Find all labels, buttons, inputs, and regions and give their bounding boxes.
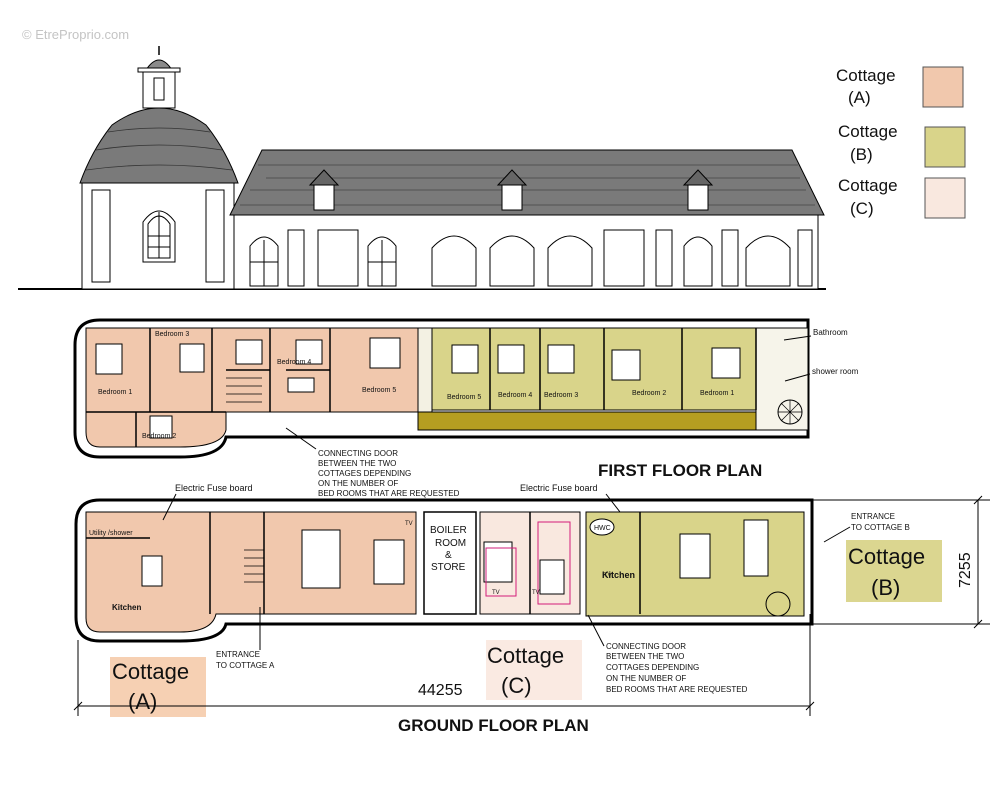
cottage-a-tag-line2: (A)	[128, 689, 157, 714]
svg-text:CONNECTING DOOR: CONNECTING DOOR	[318, 449, 398, 458]
tv-c2: TV	[532, 590, 540, 596]
svg-text:TO COTTAGE A: TO COTTAGE A	[216, 661, 275, 670]
ff-b-bedroom-1: Bedroom 1	[700, 390, 734, 397]
dimension-width	[812, 495, 990, 629]
svg-text:BETWEEN THE TWO: BETWEEN THE TWO	[606, 652, 684, 661]
watermark-text: © EtreProprio.com	[22, 27, 129, 42]
ff-shower-label: shower room	[812, 367, 859, 376]
cottage-a-tag-bg	[110, 657, 206, 717]
svg-text:TO COTTAGE B: TO COTTAGE B	[851, 523, 910, 532]
hwc-label: HWC	[594, 525, 611, 532]
tv-b: TV	[604, 573, 612, 579]
arrow-fuse-b	[605, 493, 621, 513]
ff-a-bedroom-5: Bedroom 5	[362, 387, 396, 394]
ff-a-bedroom-2: Bedroom 2	[142, 433, 176, 440]
dimension-length	[73, 614, 815, 716]
boiler-room-label: BOILER ROOM & STORE	[430, 525, 467, 573]
bed-outline-c2	[537, 521, 571, 605]
svg-text:ENTRANCE: ENTRANCE	[851, 512, 895, 521]
svg-text:ON THE NUMBER OF: ON THE NUMBER OF	[318, 479, 398, 488]
bed-outline-c1	[485, 547, 517, 597]
svg-text:&: &	[445, 550, 452, 561]
legend-swatch-a	[922, 66, 964, 108]
dim-length-label: 44255	[418, 682, 463, 699]
legend-swatch-b	[924, 126, 966, 168]
arrow-shower	[784, 373, 811, 382]
tv-a: TV	[405, 521, 413, 527]
legend-b-line2: (B)	[850, 145, 873, 164]
hwc-tank	[589, 518, 615, 536]
svg-text:STORE: STORE	[431, 562, 466, 573]
dormers	[308, 169, 714, 211]
kitchen-a-label: Kitchen	[112, 603, 141, 612]
fuse-board-b-label: Electric Fuse board	[520, 483, 598, 493]
ff-a-bedroom-3: Bedroom 3	[155, 331, 189, 338]
svg-text:ENTRANCE: ENTRANCE	[216, 650, 260, 659]
cottage-c-tag-line2: (C)	[501, 673, 532, 698]
legend: Cottage (A) Cottage (B) Cottage (C)	[836, 66, 966, 219]
ff-b-bedroom-3: Bedroom 3	[544, 392, 578, 399]
cupola	[137, 46, 181, 109]
arrow-fuse-a	[162, 493, 177, 521]
cottage-c-tag-line1: Cottage	[487, 643, 564, 668]
svg-text:BETWEEN THE TWO: BETWEEN THE TWO	[318, 459, 396, 468]
building-elevation	[18, 46, 826, 290]
ff-b-bedroom-4: Bedroom 4	[498, 392, 532, 399]
svg-text:BOILER: BOILER	[430, 525, 467, 536]
legend-c-line1: Cottage	[838, 176, 898, 195]
legend-a-line2: (A)	[848, 88, 871, 107]
kitchen-b-label: Kitchen	[602, 570, 635, 580]
svg-text:ON THE NUMBER OF: ON THE NUMBER OF	[606, 674, 686, 683]
cottage-b-tag-line1: Cottage	[848, 544, 925, 569]
arrow-bathroom	[783, 335, 812, 341]
dim-width-label: 7255	[957, 552, 974, 588]
arched-openings	[249, 229, 813, 287]
first-floor-title: FIRST FLOOR PLAN	[598, 461, 762, 480]
entrance-a-note: ENTRANCE TO COTTAGE A	[216, 607, 275, 670]
ff-b-bedroom-5: Bedroom 5	[447, 394, 481, 401]
cottage-c-tag-bg	[486, 640, 582, 700]
legend-swatch-c	[924, 177, 966, 219]
entrance-b-note: ENTRANCE TO COTTAGE B	[823, 512, 910, 543]
legend-c-line2: (C)	[850, 199, 874, 218]
tv-c1: TV	[492, 590, 500, 596]
svg-text:CONNECTING DOOR: CONNECTING DOOR	[606, 642, 686, 651]
svg-text:COTTAGES DEPENDING: COTTAGES DEPENDING	[606, 663, 699, 672]
gf-connecting-note: CONNECTING DOOR BETWEEN THE TWO COTTAGES…	[587, 614, 748, 694]
utility-shower-label: Utility /shower	[89, 530, 133, 537]
cottage-a-tag-line1: Cottage	[112, 659, 189, 684]
ff-a-bedroom-1: Bedroom 1	[98, 389, 132, 396]
first-floor-plan: Bedroom 3 Bedroom 4 Bedroom 1 Bedroom 5 …	[73, 318, 859, 498]
legend-b-line1: Cottage	[838, 122, 898, 141]
cottage-b-tag-line2: (B)	[871, 575, 900, 600]
ground-floor-title: GROUND FLOOR PLAN	[398, 716, 589, 735]
ff-bathroom-label: Bathroom	[813, 328, 848, 337]
svg-text:BED ROOMS THAT ARE REQUESTED: BED ROOMS THAT ARE REQUESTED	[606, 685, 748, 694]
legend-a-line1: Cottage	[836, 66, 896, 85]
ff-a-bedroom-4: Bedroom 4	[277, 359, 311, 366]
cottage-b-tag-bg	[846, 540, 942, 602]
svg-text:BED ROOMS THAT ARE REQUESTED: BED ROOMS THAT ARE REQUESTED	[318, 489, 460, 498]
svg-text:COTTAGES DEPENDING: COTTAGES DEPENDING	[318, 469, 411, 478]
ff-b-bedroom-2: Bedroom 2	[632, 390, 666, 397]
ground-floor-plan: HWC TV TV TV TV Utility /shower Kitchen …	[73, 483, 990, 735]
fuse-board-a-label: Electric Fuse board	[175, 483, 253, 493]
ff-connecting-note: CONNECTING DOOR BETWEEN THE TWO COTTAGES…	[285, 427, 460, 498]
svg-text:ROOM: ROOM	[435, 538, 466, 549]
